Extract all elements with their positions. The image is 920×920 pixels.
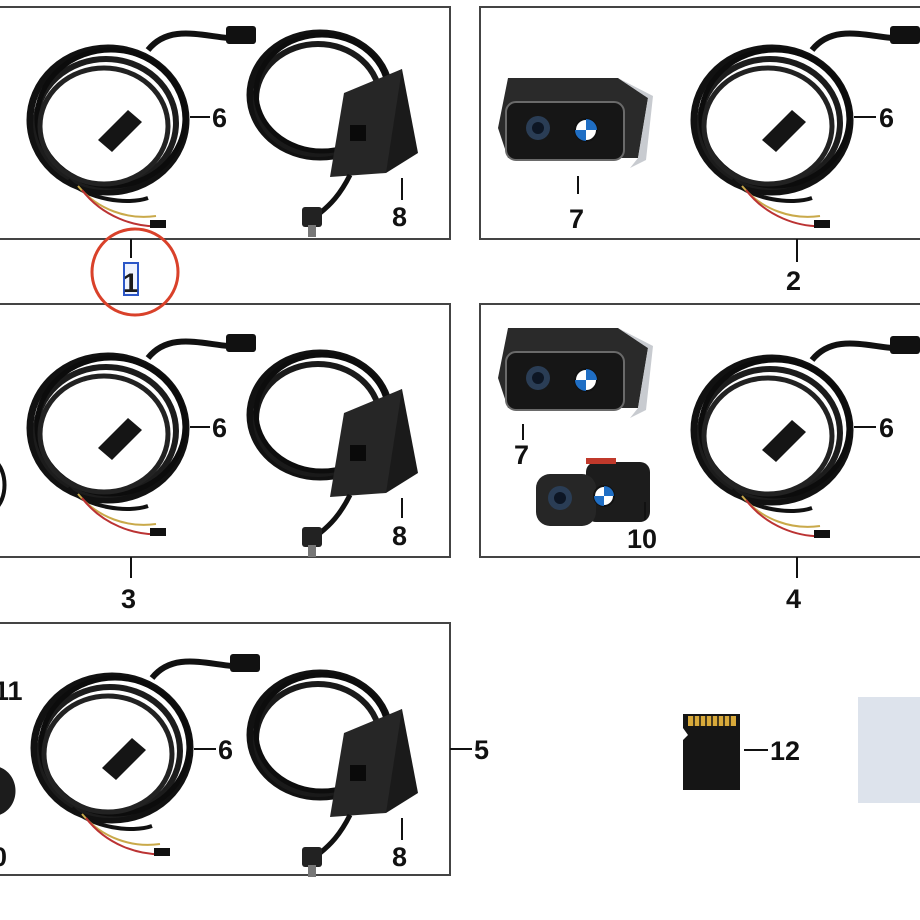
part-label-11[interactable]: 11 bbox=[0, 676, 23, 706]
part-label-6[interactable]: 6 bbox=[212, 413, 227, 443]
group-frame-3[interactable] bbox=[0, 303, 451, 558]
rear-camera-icon bbox=[535, 457, 651, 527]
front-camera-icon bbox=[497, 327, 654, 419]
part-label-0[interactable]: 0 bbox=[0, 842, 7, 872]
group-label-1[interactable]: 1 bbox=[123, 268, 138, 298]
highlight-circle bbox=[90, 227, 180, 317]
group-label-3[interactable]: 3 bbox=[121, 584, 136, 614]
group-frame-4[interactable] bbox=[479, 303, 920, 558]
part-label-6[interactable]: 6 bbox=[879, 413, 894, 443]
part-label-6[interactable]: 6 bbox=[879, 103, 894, 133]
image-placeholder bbox=[858, 697, 920, 803]
group-label-2[interactable]: 2 bbox=[786, 266, 801, 296]
sd-card-icon bbox=[683, 714, 740, 790]
front-camera-icon bbox=[497, 77, 654, 169]
group-frame-2[interactable] bbox=[479, 6, 920, 240]
part-label-12[interactable]: 12 bbox=[770, 736, 800, 766]
part-label-10[interactable]: 10 bbox=[627, 524, 657, 554]
part-label-7[interactable]: 7 bbox=[514, 440, 529, 470]
group-label-4[interactable]: 4 bbox=[786, 584, 801, 614]
part-label-6[interactable]: 6 bbox=[212, 103, 227, 133]
part-label-8[interactable]: 8 bbox=[392, 202, 407, 232]
part-label-8[interactable]: 8 bbox=[392, 521, 407, 551]
part-label-8[interactable]: 8 bbox=[392, 842, 407, 872]
part-label-6[interactable]: 6 bbox=[218, 735, 233, 765]
group-frame-1[interactable] bbox=[0, 6, 451, 240]
part-label-7[interactable]: 7 bbox=[569, 204, 584, 234]
selection-box bbox=[123, 262, 139, 296]
group-label-5[interactable]: 5 bbox=[474, 735, 489, 765]
